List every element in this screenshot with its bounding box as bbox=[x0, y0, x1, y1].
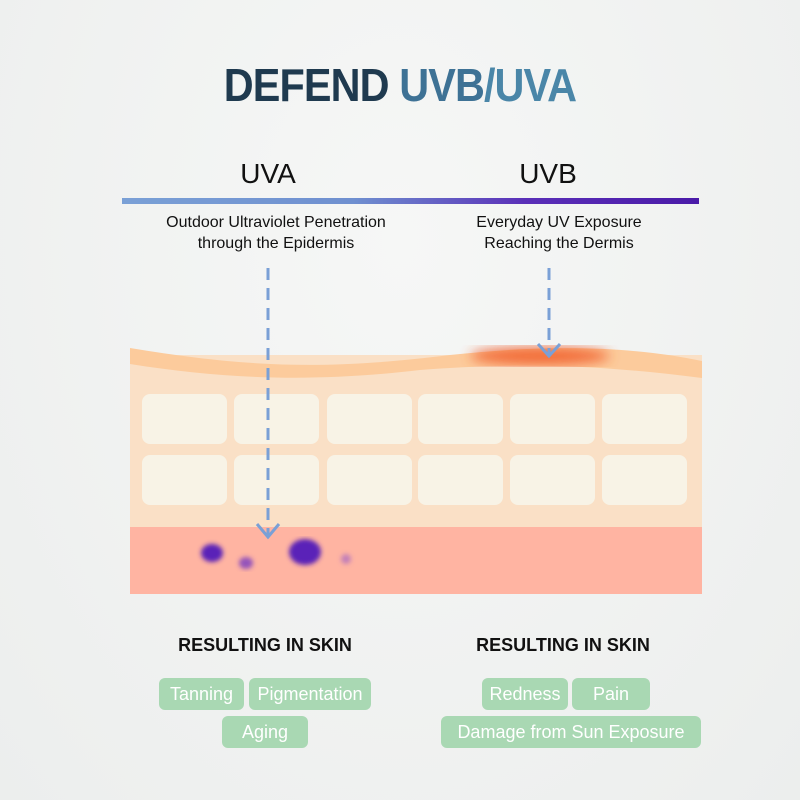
tag-sun-damage: Damage from Sun Exposure bbox=[441, 716, 701, 748]
title-uvb: UVB bbox=[399, 59, 485, 111]
uva-result-heading: RESULTING IN SKIN bbox=[178, 635, 352, 655]
uva-desc-line: through the Epidermis bbox=[197, 235, 355, 252]
title-uva: /UVA bbox=[483, 59, 577, 111]
uvb-heading: UVB bbox=[519, 158, 577, 189]
uva-desc-line: Outdoor Ultraviolet Penetration bbox=[166, 214, 386, 231]
page-title: DEFEND UVB/UVA bbox=[40, 58, 760, 112]
dermis-layer bbox=[130, 527, 702, 594]
tag-pain: Pain bbox=[572, 678, 650, 710]
tag-redness: Redness bbox=[482, 678, 568, 710]
uvb-desc-line: Reaching the Dermis bbox=[484, 235, 634, 252]
uvb-description: Everyday UV Exposure Reaching the Dermis bbox=[409, 212, 709, 254]
uvb-arrow bbox=[536, 268, 562, 359]
tag-aging: Aging bbox=[222, 716, 308, 748]
uvb-desc-line: Everyday UV Exposure bbox=[476, 214, 642, 231]
pigment-spots bbox=[201, 539, 351, 569]
uv-spectrum-bar bbox=[122, 198, 699, 204]
uvb-redness bbox=[470, 347, 610, 365]
uva-heading: UVA bbox=[240, 158, 296, 189]
uvb-result-heading: RESULTING IN SKIN bbox=[476, 635, 650, 655]
uva-arrow bbox=[255, 268, 281, 540]
uva-description: Outdoor Ultraviolet Penetration through … bbox=[126, 212, 426, 254]
skin-cells bbox=[142, 394, 687, 505]
title-defend: DEFEND bbox=[223, 59, 390, 111]
tag-pigmentation: Pigmentation bbox=[249, 678, 371, 710]
tag-tanning: Tanning bbox=[159, 678, 244, 710]
